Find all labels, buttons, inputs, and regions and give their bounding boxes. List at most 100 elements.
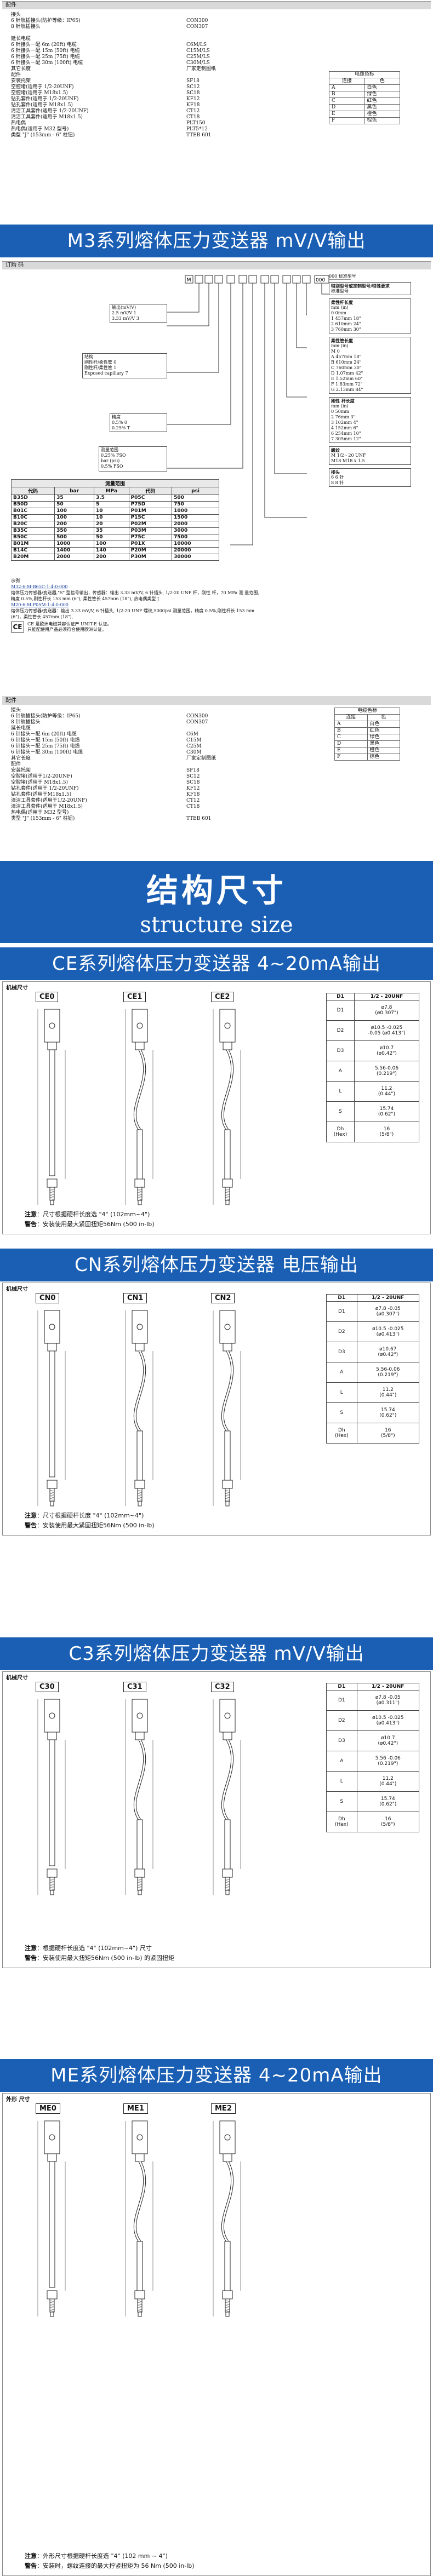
color-cell: 红色 — [367, 727, 400, 734]
family-label: CN2 — [211, 1293, 235, 1303]
accessory-row: 热电偶(适用于 M32 型号) — [11, 810, 247, 816]
box-line: 0.5% FSO — [101, 464, 123, 469]
range-cell: 140 — [93, 547, 129, 554]
dim-header: 1/2 - 20UNF — [356, 1683, 420, 1691]
drawing-label: 机械尺寸 — [6, 1286, 28, 1292]
accessory-code: CON307 — [186, 24, 208, 30]
color-cell: 白色 — [364, 84, 400, 91]
order-code-diagram: M 000 — [167, 275, 351, 545]
range-cell: 200 — [93, 554, 129, 561]
dim-row: Dh (Hex)16 (5/8") — [326, 1122, 420, 1142]
accessory-code — [186, 36, 247, 42]
accessory-code — [186, 762, 247, 768]
range-cell: P75C — [128, 534, 173, 541]
dim-cell: ø10.5 -0.025 (ø0.413") — [356, 1710, 420, 1731]
color-cell: 红色 — [364, 97, 400, 105]
range-cell: B35C — [10, 527, 55, 534]
range-cell: 2000 — [172, 521, 219, 528]
cn-series-banner: CN系列熔体压力变送器 电压输出 — [0, 1249, 433, 1281]
family-label: CE0 — [36, 992, 59, 1002]
range-cell: 2000 — [54, 554, 94, 561]
family-label: C31 — [123, 1682, 146, 1692]
accessory-row — [11, 30, 247, 36]
box-line: 2.5 mV/V 1 — [112, 311, 136, 315]
transmitter-drawing — [37, 2120, 66, 2317]
range-cell: B20M — [10, 554, 55, 561]
range-cell: B14C — [10, 547, 55, 554]
accessory-code: C15M — [186, 738, 202, 743]
range-cell: P03M — [128, 527, 173, 534]
transmitter-drawing — [125, 1009, 153, 1205]
accessory-row: 6 针航插接头(防护等级：IP65)CON300 — [11, 714, 247, 720]
transmitter-drawing — [213, 2120, 241, 2317]
accessory-code — [186, 30, 247, 36]
color-cell: 绿色 — [364, 91, 400, 98]
dim-cell: 5.56-0.06 (0.219") — [354, 1061, 420, 1082]
accessory-name: 配件 — [11, 762, 21, 767]
box-line: 0.25% FSO — [101, 453, 126, 458]
col-header: 色 — [364, 78, 400, 85]
box-line: bar (psi) — [101, 458, 120, 463]
color-cell: D — [329, 104, 365, 111]
accessory-row: 其它长度厂家定制图纸 — [11, 756, 247, 762]
range-col-header: 代码 — [128, 487, 173, 495]
warning-label: 警告 — [25, 1954, 37, 1962]
accessory-row: 钻孔套件(适用于M18x1.5)KF18 — [11, 792, 247, 798]
dim-cell: 15.74 (0.62") — [356, 1791, 420, 1812]
accessory-row: 空腔堵(适用于1/2-20UNF)SC12 — [11, 774, 247, 780]
accessory-code: CON300 — [186, 18, 208, 24]
dim-cell: 16 (5/8") — [354, 1122, 420, 1142]
box-line: 0.25% T — [112, 426, 130, 430]
dim-cell: D1 — [326, 1690, 357, 1711]
accessory-row: 类型 "J" (153mm - 6" 柱钮)TTEB 601 — [11, 133, 247, 139]
accessory-code — [186, 810, 247, 816]
color-cell: 绿色 — [367, 734, 400, 741]
option-line: M 1/2 - 20 UNF — [331, 453, 366, 458]
note-text: ：外形尺寸根据硬杆长度选 "4" (102 mm ~ 4") — [37, 2552, 168, 2560]
accessory-name: 其它长度 — [11, 756, 31, 761]
accessory-code: KF12 — [186, 96, 200, 102]
accessory-code: SF18 — [186, 78, 200, 84]
standard-code-title: 000 标准型号 — [329, 274, 356, 279]
drawing-label: 机械尺寸 — [6, 1675, 28, 1681]
accessory-name: 接头 — [11, 708, 21, 713]
color-cell: C — [329, 97, 365, 105]
transmitter-drawing — [37, 1009, 66, 1205]
accessory-name: 8 针航插接头 — [11, 720, 41, 725]
accessory-name: 6 针接头－配 6m (20ft) 电缆 — [11, 42, 77, 48]
transmitter-drawing — [213, 1310, 241, 1507]
accessory-name: 安装托架 — [11, 78, 31, 84]
accessory-row: 空腔堵(适用于 1/2-20UNF)SC12 — [11, 84, 247, 90]
dim-cell: ø10.5 -0.025 (ø0.413") — [356, 1321, 420, 1342]
accessory-code: TTEB 601 — [186, 133, 212, 138]
note-text: ：尺寸根据硬杆长度选 "4" (102mm~4") — [37, 1211, 150, 1218]
drawing-label: 外形 尺寸 — [6, 2097, 30, 2103]
option-line: 7 305mm 12" — [331, 436, 361, 441]
dim-cell: 11.2 (0.44") — [356, 1382, 420, 1403]
range-cell: 3000 — [172, 527, 219, 534]
option-line: D 1.07mm 42" — [331, 371, 363, 376]
option-title: 特别型号或定制型号/特殊要求 — [331, 283, 390, 289]
accessory-name: 6 针接头－配 30m (100ft) 电缆 — [11, 60, 83, 66]
color-cell: B — [329, 91, 365, 98]
range-cell: P20M — [128, 547, 173, 554]
color-cell: 白色 — [367, 721, 400, 728]
accessory-row: 清洁工具套件(适用于 M18x1.5)CT18 — [11, 114, 247, 120]
